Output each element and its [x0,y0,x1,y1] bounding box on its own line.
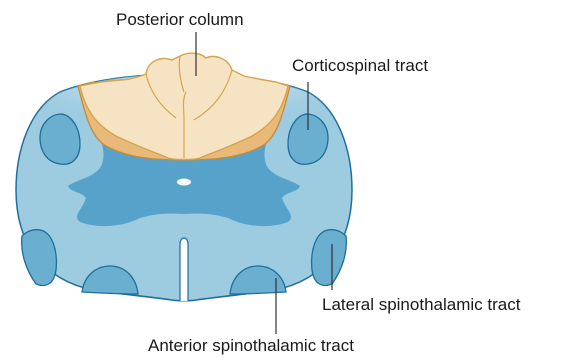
anterior-median-fissure [180,238,188,301]
central-canal [177,179,191,186]
label-posterior-column: Posterior column [116,10,244,30]
lateral-spinothalamic-tract-right [312,230,347,286]
lateral-spinothalamic-tract-left [22,230,57,286]
label-anterior-spinothalamic-tract: Anterior spinothalamic tract [148,336,354,356]
label-lateral-spinothalamic-tract: Lateral spinothalamic tract [322,295,520,315]
corticospinal-tract-left [40,114,80,164]
label-corticospinal-tract: Corticospinal tract [292,56,428,76]
